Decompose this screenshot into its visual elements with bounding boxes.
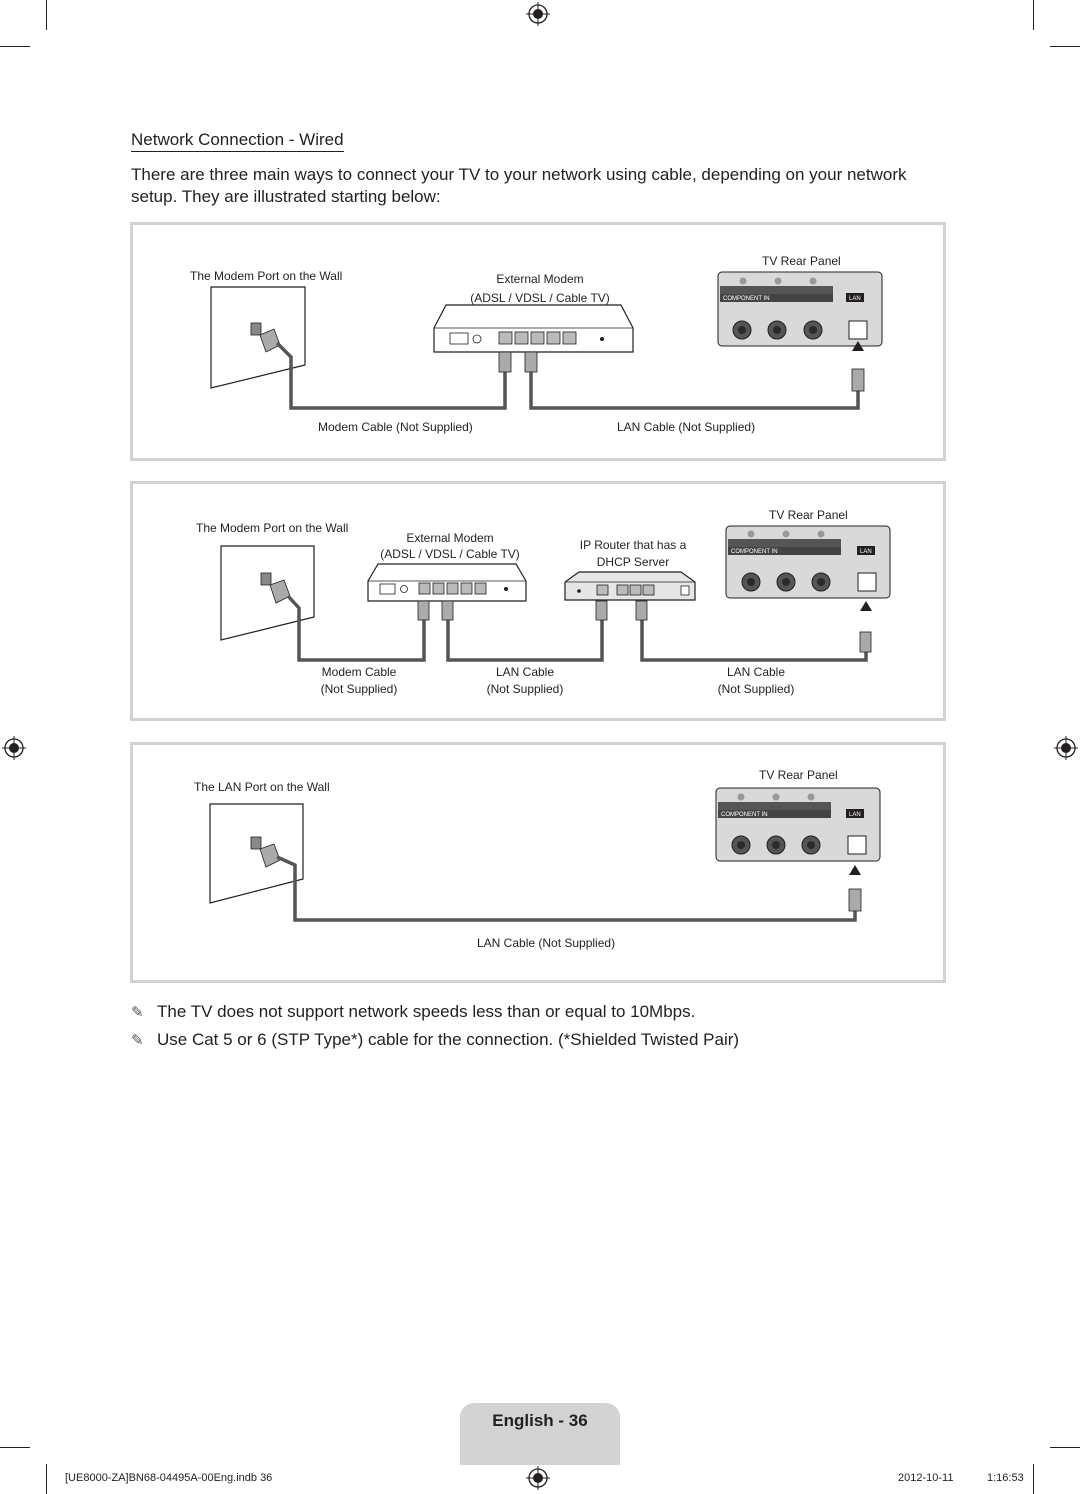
- wall-port-label: The LAN Port on the Wall: [194, 780, 330, 794]
- modem-cable-label: Modem Cable (Not Supplied): [318, 420, 473, 434]
- pencil-icon: ✎: [131, 1032, 144, 1049]
- registration-mark-top-icon: [526, 2, 550, 26]
- cable-lines: [286, 594, 868, 662]
- lan-port-label: LAN: [860, 549, 872, 555]
- note-text: Use Cat 5 or 6 (STP Type*) cable for the…: [157, 1030, 740, 1049]
- footer-file-info: [UE8000-ZA]BN68-04495A-00Eng.indb 36: [65, 1472, 273, 1484]
- lan-cable-label-line1: LAN Cable: [495, 665, 555, 679]
- cable-connectors: [848, 888, 862, 912]
- crop-mark: [46, 0, 47, 30]
- external-modem-illustration: [433, 304, 634, 353]
- tv-rear-panel-label: TV Rear Panel: [759, 768, 838, 782]
- arrow-to-tv-icon: [852, 341, 864, 351]
- tv-rear-panel-illustration: [725, 525, 891, 599]
- crop-mark: [0, 46, 30, 47]
- modem-cable-label-line1: Modem Cable: [321, 665, 397, 679]
- modem-label-line2: (ADSL / VDSL / Cable TV): [380, 547, 520, 561]
- lan-cable-label: LAN Cable (Not Supplied): [617, 420, 756, 434]
- lan-cable-label-line1: LAN Cable: [726, 665, 786, 679]
- component-in-label: COMPONENT IN: [721, 812, 768, 818]
- registration-mark-bottom-icon: [526, 1466, 550, 1490]
- wall-port-label: The Modem Port on the Wall: [190, 269, 343, 283]
- wall-port-illustration: [220, 545, 315, 641]
- registration-mark-right-icon: [1054, 736, 1078, 760]
- tv-rear-panel-illustration: [715, 787, 881, 862]
- tv-rear-panel-illustration: [717, 271, 883, 347]
- page-number-tab: English - 36: [460, 1403, 620, 1465]
- component-in-label: COMPONENT IN: [723, 296, 770, 302]
- cable-connectors: [498, 351, 865, 392]
- tv-rear-panel-label: TV Rear Panel: [762, 254, 841, 268]
- wall-port-label: The Modem Port on the Wall: [196, 521, 349, 535]
- lan-cable-label-line2: (Not Supplied): [717, 682, 795, 696]
- ip-router-illustration: [564, 571, 696, 601]
- crop-mark: [1050, 1447, 1080, 1448]
- section-heading: Network Connection - Wired: [131, 130, 344, 152]
- note-item: ✎ Use Cat 5 or 6 (STP Type*) cable for th…: [131, 1030, 739, 1051]
- footer-time: 1:16:53: [987, 1472, 1024, 1484]
- diagram-direct-modem: COMPONENT IN LAN The Modem Port on the W…: [130, 222, 946, 461]
- external-modem-illustration: [367, 563, 527, 602]
- crop-mark: [0, 1447, 30, 1448]
- diagram-modem-router: COMPONENT IN LAN The Modem Port on the W…: [130, 481, 946, 721]
- modem-label-line1: External Modem: [406, 531, 494, 545]
- component-in-label: COMPONENT IN: [731, 549, 778, 555]
- crop-mark: [1050, 46, 1080, 47]
- arrow-to-tv-icon: [849, 865, 861, 875]
- wall-port-illustration: [209, 803, 304, 904]
- pencil-icon: ✎: [131, 1004, 144, 1021]
- note-text: The TV does not support network speeds l…: [157, 1002, 696, 1021]
- diagram-wall-lan: COMPONENT IN LAN The LAN Port on the Wal…: [130, 742, 946, 983]
- modem-cable-label-line2: (Not Supplied): [320, 682, 398, 696]
- router-label-line2: DHCP Server: [596, 555, 670, 569]
- router-label-line1: IP Router that has a: [579, 538, 687, 552]
- crop-mark: [1033, 1464, 1034, 1494]
- arrow-to-tv-icon: [860, 601, 872, 611]
- cable-connectors: [417, 600, 872, 653]
- registration-mark-left-icon: [2, 736, 26, 760]
- lan-cable-label: LAN Cable (Not Supplied): [477, 936, 616, 950]
- modem-label-line2: (ADSL / VDSL / Cable TV): [470, 291, 610, 305]
- lan-port-label: LAN: [849, 296, 861, 302]
- wall-port-illustration: [210, 286, 306, 389]
- tv-rear-panel-label: TV Rear Panel: [769, 508, 848, 522]
- cable-lines: [276, 855, 857, 922]
- intro-paragraph: There are three main ways to connect you…: [131, 165, 907, 206]
- crop-mark: [1033, 0, 1034, 30]
- lan-port-label: LAN: [849, 812, 861, 818]
- modem-label-line1: External Modem: [496, 272, 584, 286]
- note-item: ✎ The TV does not support network speeds …: [131, 1002, 695, 1023]
- lan-cable-label-line2: (Not Supplied): [486, 682, 564, 696]
- footer-date: 2012-10-11: [898, 1472, 954, 1484]
- crop-mark: [46, 1464, 47, 1494]
- cable-lines: [275, 341, 860, 410]
